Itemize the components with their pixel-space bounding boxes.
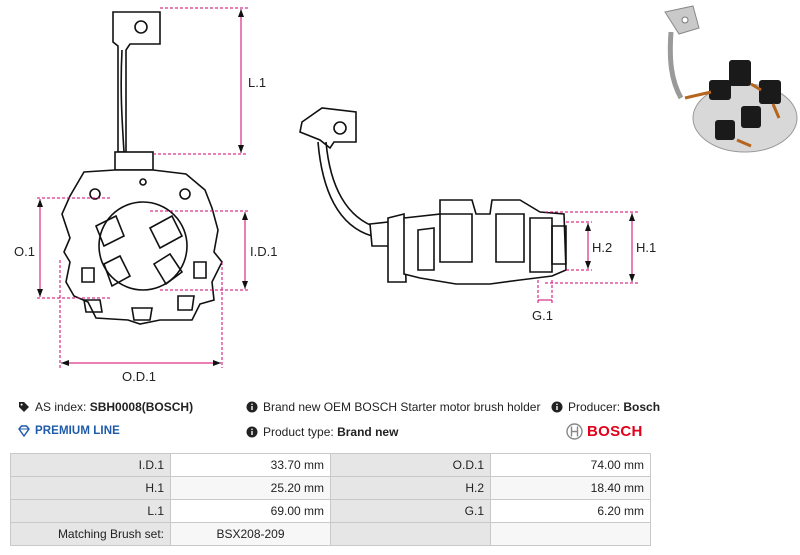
empty-cell [330,522,491,546]
product-photo [655,0,800,165]
front-dimension-arrows [37,9,248,366]
brush-set-value: BSX208-209 [170,522,331,546]
bosch-logo: BOSCH [566,423,643,440]
spec-value: 33.70 mm [170,453,331,477]
dim-label-id1: I.D.1 [250,244,277,259]
product-type-value: Brand new [337,425,399,439]
brush-set-label: Matching Brush set: [10,522,171,546]
premium-line-label: PREMIUM LINE [35,425,120,437]
producer-value: Bosch [623,400,661,414]
as-index-label: AS index: [35,400,87,414]
as-index-value: SBH0008(BOSCH) [89,400,194,414]
product-info: AS index: SBH0008(BOSCH) PREMIUM LINE Br… [0,398,800,450]
side-dimension-arrows [585,213,635,282]
dim-label-g1: G.1 [532,308,553,323]
technical-drawing: L.1 O.1 I.D.1 O.D.1 H.2 H.1 G.1 [14,7,656,384]
front-dimension-lines [37,7,250,368]
dim-label-od1: O.D.1 [122,369,156,384]
spec-value: 25.20 mm [170,476,331,500]
spec-value: 69.00 mm [170,499,331,523]
spec-label: L.1 [10,499,171,523]
table-row: L.1 69.00 mm G.1 6.20 mm [10,499,651,523]
spec-label: H.1 [10,476,171,500]
table-row: I.D.1 33.70 mm O.D.1 74.00 mm [10,453,651,477]
description: Brand new OEM BOSCH Starter motor brush … [246,400,540,414]
spec-value: 74.00 mm [490,453,651,477]
bosch-armature-icon [566,423,583,440]
dim-label-h1: H.1 [636,240,656,255]
producer: Producer: Bosch [551,400,660,414]
spec-label: G.1 [330,499,491,523]
specs-table: I.D.1 33.70 mm O.D.1 74.00 mm H.1 25.20 … [10,453,651,546]
info-icon [246,401,258,413]
spec-label: O.D.1 [330,453,491,477]
spec-value: 18.40 mm [490,476,651,500]
table-row: Matching Brush set: BSX208-209 [10,522,651,546]
info-icon [246,426,258,438]
diamond-icon [18,425,30,437]
side-view [299,107,567,285]
table-row: H.1 25.20 mm H.2 18.40 mm [10,476,651,500]
as-index: AS index: SBH0008(BOSCH) [18,400,193,414]
spec-label: I.D.1 [10,453,171,477]
dim-label-l1: L.1 [248,75,266,90]
dim-label-o1: O.1 [14,244,35,259]
empty-cell [490,522,651,546]
bosch-wordmark: BOSCH [587,423,643,440]
premium-line: PREMIUM LINE [18,425,120,437]
spec-value: 6.20 mm [490,499,651,523]
description-text: Brand new OEM BOSCH Starter motor brush … [263,400,541,414]
front-view [61,11,223,325]
spec-label: H.2 [330,476,491,500]
info-icon [551,401,563,413]
product-type-label: Product type: [263,425,334,439]
dim-label-h2: H.2 [592,240,612,255]
tag-icon [19,402,29,412]
product-type: Product type: Brand new [246,425,398,439]
producer-label: Producer: [568,400,621,414]
